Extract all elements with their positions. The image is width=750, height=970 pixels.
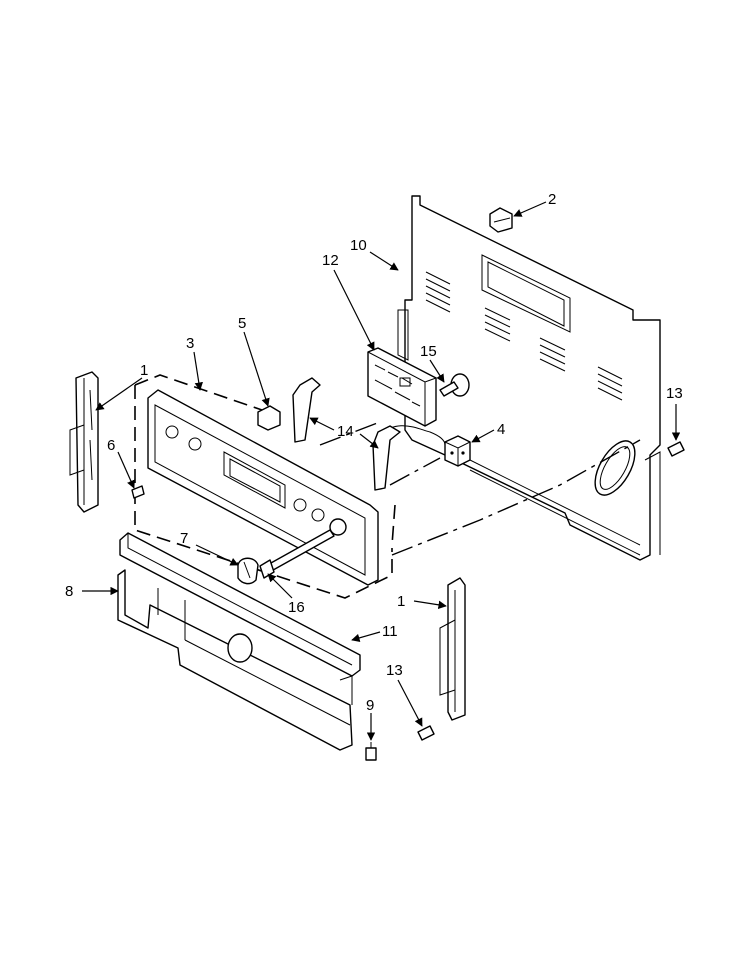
callout-12: 12 <box>322 252 339 269</box>
callout-1: 1 <box>397 593 405 610</box>
control-bracket-upper <box>292 377 321 443</box>
callout-15: 15 <box>420 343 437 360</box>
callout-16: 16 <box>288 599 305 616</box>
screw-9 <box>365 742 377 761</box>
callout-5: 5 <box>238 315 246 332</box>
callout-8: 8 <box>65 583 73 600</box>
callout-1: 1 <box>140 362 148 379</box>
callouts: 1 1 2 3 4 5 6 7 8 9 10 11 12 13 13 14 15… <box>65 191 683 714</box>
mount-line <box>391 439 641 556</box>
callout-13: 13 <box>386 662 403 679</box>
screw-13-lower <box>417 725 435 741</box>
callout-14: 14 <box>337 423 354 440</box>
side-trim-right <box>439 577 466 721</box>
terminal-block <box>444 435 471 467</box>
callout-3: 3 <box>186 335 194 352</box>
switch <box>257 405 281 431</box>
callout-7: 7 <box>180 530 188 547</box>
control-bracket-lower <box>372 425 401 491</box>
screw-6 <box>131 485 145 499</box>
leader-lines <box>82 201 681 741</box>
callout-4: 4 <box>497 421 505 438</box>
knob-shaft <box>259 529 335 579</box>
assembly-outline-top <box>134 374 263 411</box>
back-panel <box>397 195 661 561</box>
callout-10: 10 <box>350 237 367 254</box>
callout-2: 2 <box>548 191 556 208</box>
callout-11: 11 <box>382 623 398 640</box>
screw-13-right <box>667 441 685 457</box>
manifold-panel <box>117 532 361 751</box>
callout-13: 13 <box>666 385 683 402</box>
knob <box>237 557 259 585</box>
side-trim-left <box>69 371 99 513</box>
hold-down-bracket <box>489 207 513 233</box>
electronic-control <box>367 347 437 427</box>
callout-6: 6 <box>107 437 115 454</box>
control-screw <box>439 373 470 397</box>
assembly-outline <box>134 385 393 599</box>
callout-9: 9 <box>366 697 374 714</box>
